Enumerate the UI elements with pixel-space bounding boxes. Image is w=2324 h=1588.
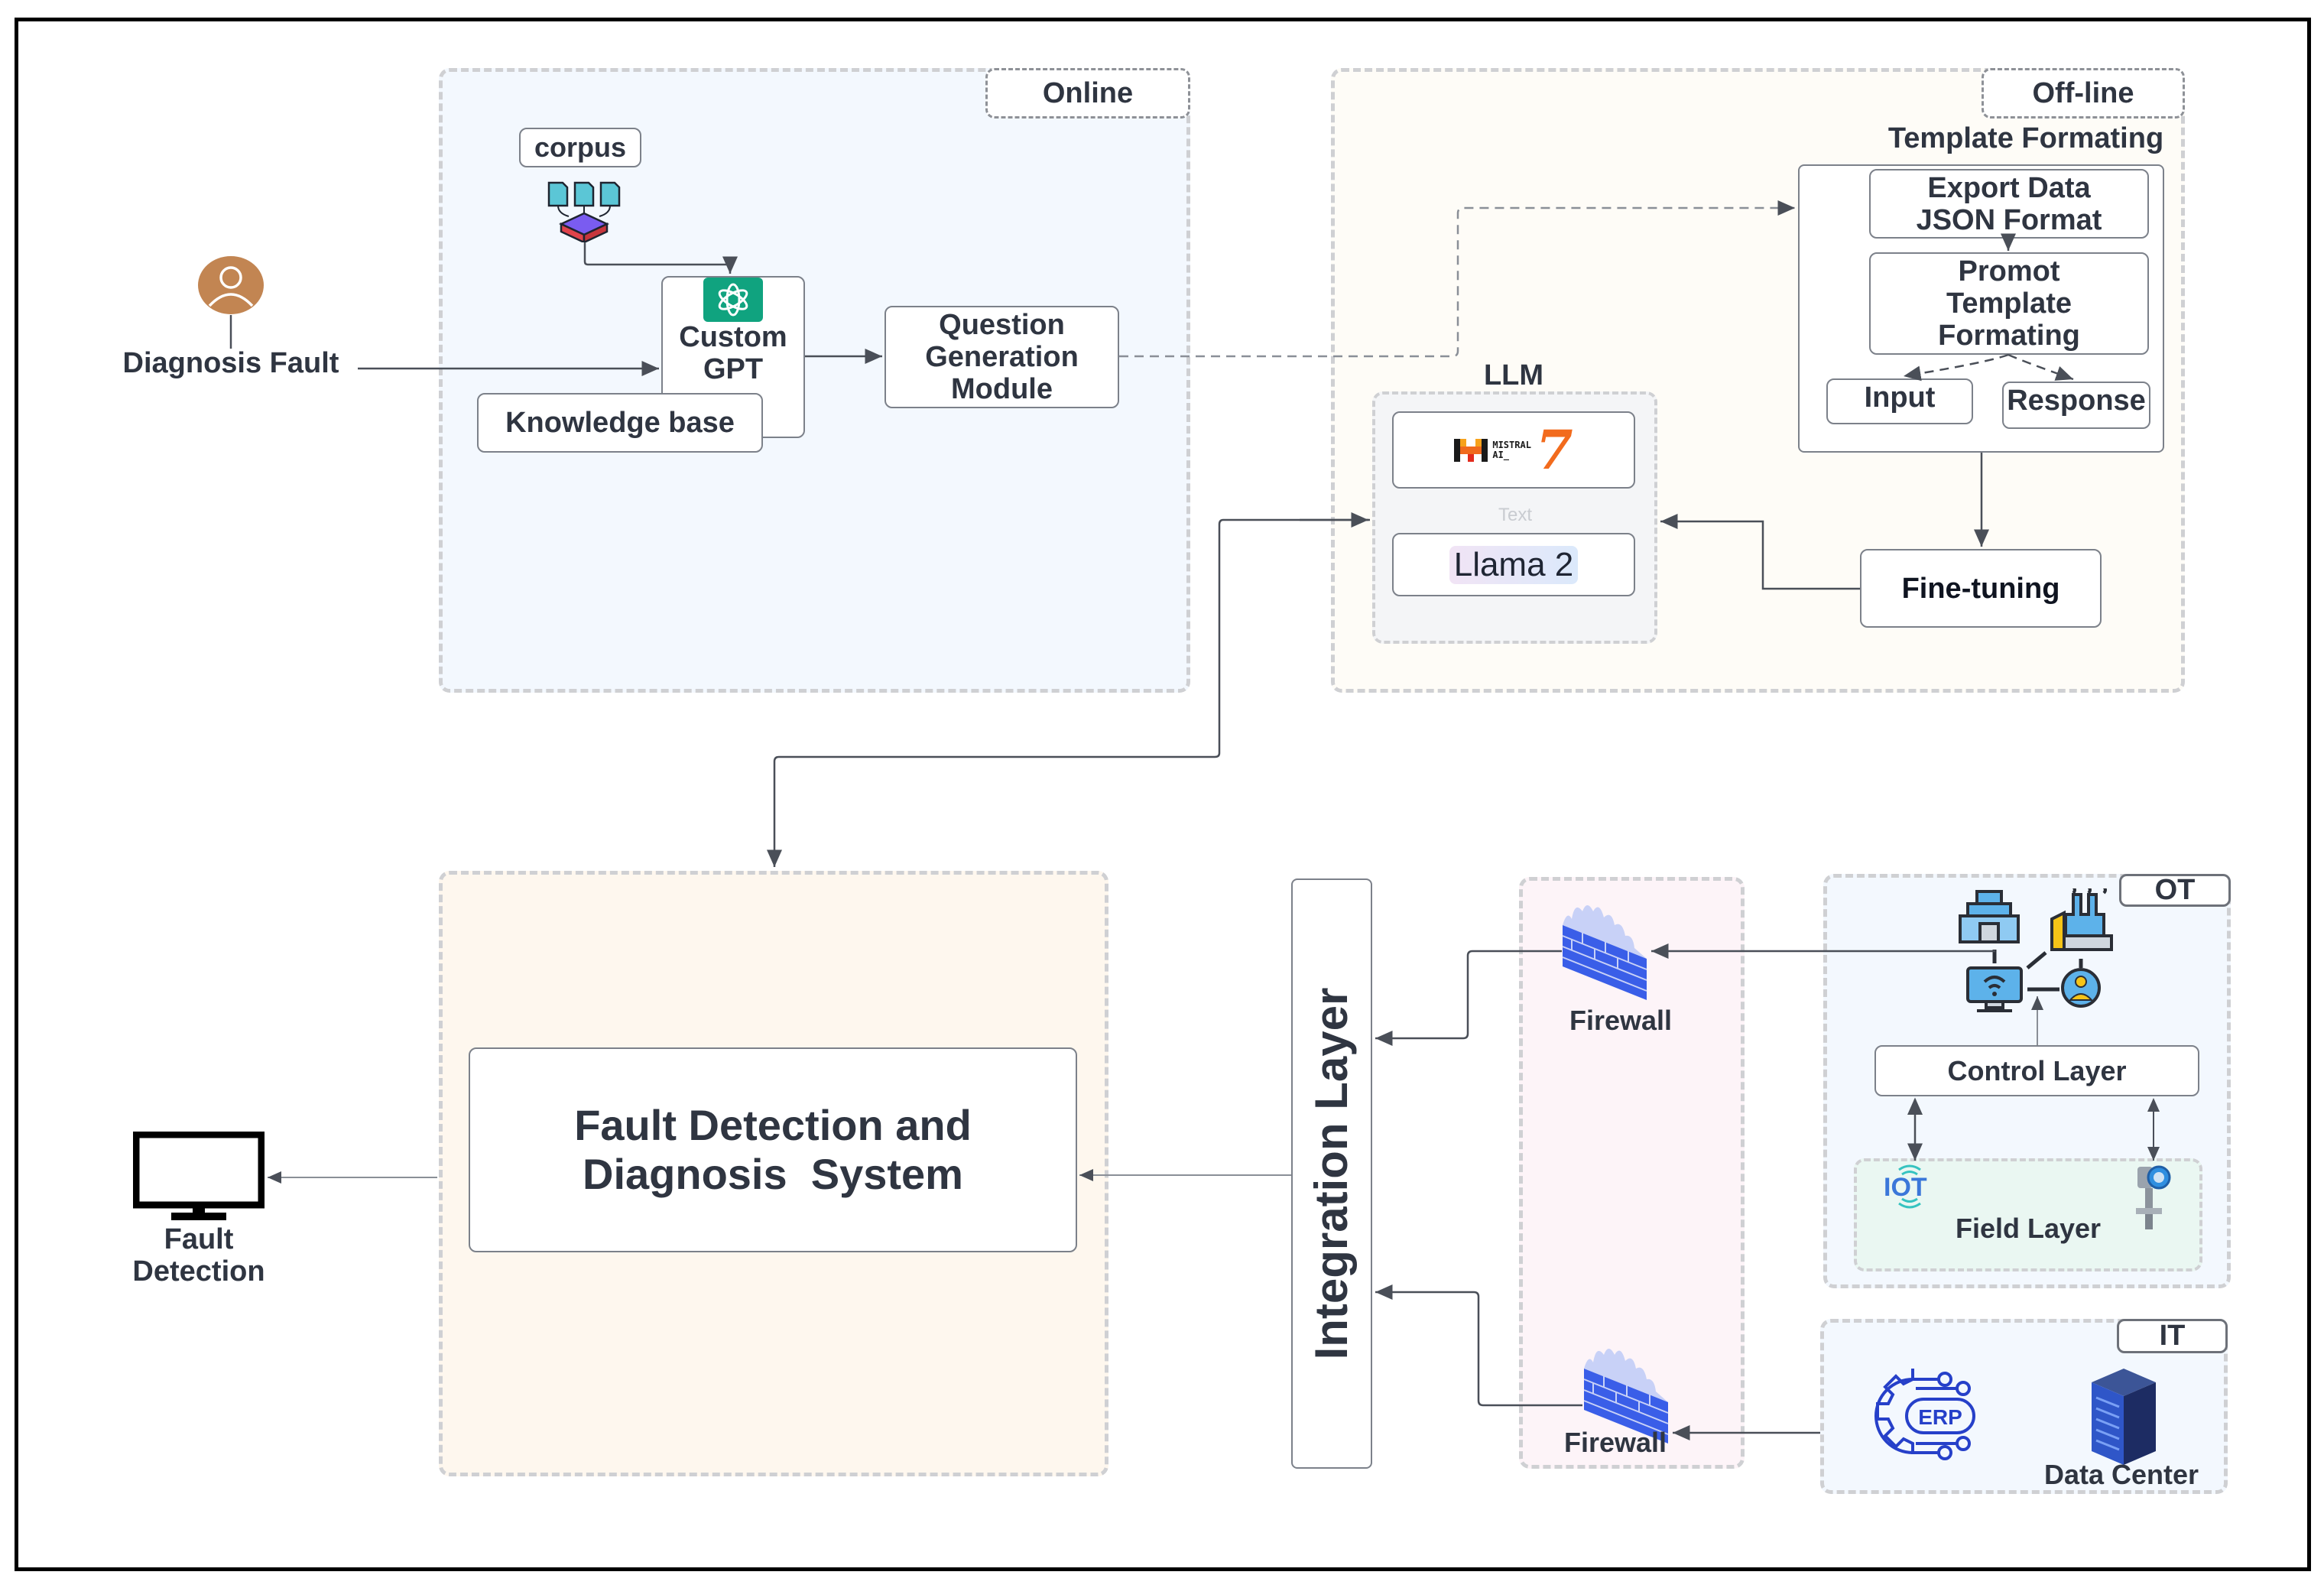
corpus-documents-icon xyxy=(543,180,627,244)
fine-tuning-box: Fine-tuning xyxy=(1860,549,2102,628)
offline-tag: Off-line xyxy=(1982,68,2185,119)
data-center-server-icon xyxy=(2085,1367,2162,1466)
export-data-box: Export Data JSON Format xyxy=(1869,169,2149,239)
it-region xyxy=(1820,1319,2228,1494)
question-generation-module-box: Question Generation Module xyxy=(884,306,1119,408)
llama-label: Llama 2 xyxy=(1449,545,1579,584)
llama-box: Llama 2 xyxy=(1392,533,1635,596)
custom-gpt-label-line1: Custom xyxy=(679,321,787,353)
prompt-template-box: Promot Template Formating xyxy=(1869,252,2149,355)
prompt-template-line2: Template xyxy=(1946,287,2072,320)
llm-title: LLM xyxy=(1483,359,1544,391)
it-tag: IT xyxy=(2117,1319,2228,1353)
template-formatting-title: Template Formating xyxy=(1887,122,2164,154)
fdd-line1: Fault Detection and xyxy=(574,1101,972,1149)
control-layer-box: Control Layer xyxy=(1874,1045,2199,1096)
mistral-logo-icon: MISTRAL AI_ 7 xyxy=(1454,417,1573,482)
question-module-line1: Question xyxy=(939,309,1065,341)
firewall-top-label: Firewall xyxy=(1569,1005,1673,1036)
firewall-bottom-label: Firewall xyxy=(1563,1427,1667,1458)
corpus-label: corpus xyxy=(519,128,641,167)
mistral-line2: AI_ xyxy=(1492,449,1510,460)
prompt-template-line1: Promot xyxy=(1958,255,2060,287)
monitor-icon xyxy=(132,1131,265,1222)
user-icon xyxy=(197,255,265,315)
mistral-line1: MISTRAL xyxy=(1492,439,1531,450)
online-tag: Online xyxy=(985,68,1190,119)
prompt-template-line3: Formating xyxy=(1938,320,2080,352)
data-center-label: Data Center xyxy=(2043,1459,2199,1490)
erp-text: ERP xyxy=(1918,1405,1962,1429)
custom-gpt-label-line2: GPT xyxy=(703,353,764,385)
integration-layer-label: Integration Layer xyxy=(1306,987,1357,1360)
question-module-line2: Generation xyxy=(925,341,1079,373)
fdd-system-box: Fault Detection and Diagnosis System xyxy=(469,1047,1077,1252)
openai-logo-icon xyxy=(703,278,763,322)
field-layer-label: Field Layer xyxy=(1955,1213,2102,1244)
export-data-line1: Export Data xyxy=(1927,171,2091,204)
diagnosis-fault-label: Diagnosis Fault xyxy=(122,347,339,379)
fault-detection-line2: Detection xyxy=(132,1255,265,1288)
ot-tag: OT xyxy=(2119,874,2231,907)
firewall-bottom-icon xyxy=(1581,1346,1671,1445)
input-box: Input xyxy=(1826,378,1973,424)
pressure-sensor-icon xyxy=(2130,1164,2177,1231)
mistral-box: MISTRAL AI_ 7 xyxy=(1392,411,1635,489)
iot-text: IOT xyxy=(1884,1173,1927,1202)
fault-detection-label: Fault Detection xyxy=(107,1223,290,1288)
question-module-line3: Module xyxy=(951,373,1053,405)
erp-gear-icon: ERP xyxy=(1865,1364,1988,1468)
iot-icon: IOT xyxy=(1882,1164,1948,1210)
response-box: Response xyxy=(2002,382,2150,429)
llm-text-placeholder: Text xyxy=(1498,505,1532,525)
ot-network-icon xyxy=(1957,885,2118,1014)
fdd-line2: Diagnosis System xyxy=(583,1150,963,1198)
knowledge-base-box: Knowledge base xyxy=(477,393,763,453)
export-data-line2: JSON Format xyxy=(1916,203,2102,236)
mistral-version: 7 xyxy=(1535,417,1573,482)
firewall-top-icon xyxy=(1560,902,1650,1002)
fault-detection-line1: Fault xyxy=(164,1223,234,1255)
integration-layer-box xyxy=(1291,878,1372,1469)
